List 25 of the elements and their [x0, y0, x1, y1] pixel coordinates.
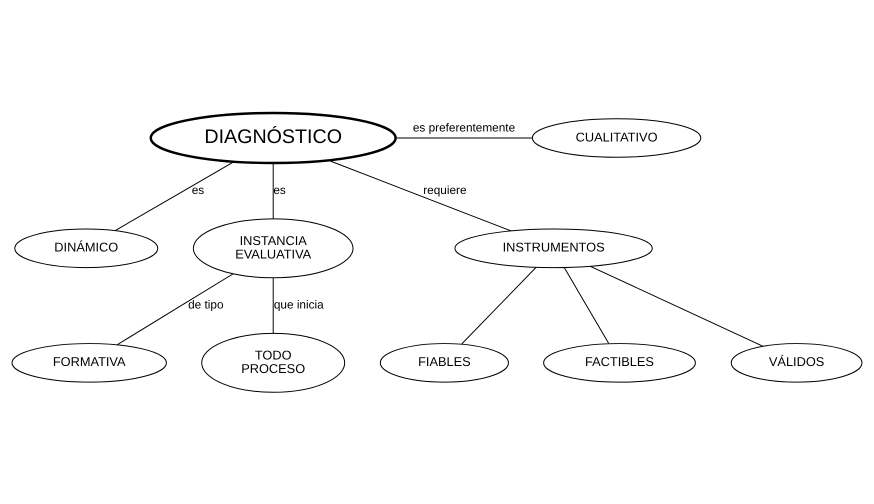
- edge-label: es preferentemente: [412, 120, 516, 134]
- edge-label: requiere: [423, 182, 467, 197]
- edge-label: de tipo: [188, 297, 224, 312]
- connector: [328, 159, 512, 231]
- node-ellipse: INSTRUMENTOS: [454, 228, 653, 268]
- node-ellipse: FIABLES: [380, 342, 509, 382]
- connector: [461, 266, 536, 344]
- connector: [590, 265, 763, 346]
- node-ellipse: TODO PROCESO: [201, 332, 346, 392]
- connector: [395, 137, 533, 138]
- connector: [116, 272, 234, 345]
- edge-label: es: [192, 182, 204, 197]
- connector: [272, 162, 274, 219]
- node-ellipse: DIAGNÓSTICO: [150, 111, 397, 164]
- node-ellipse: DINÁMICO: [14, 228, 158, 268]
- node-ellipse: FORMATIVA: [12, 342, 167, 382]
- connector: [564, 266, 610, 344]
- node-ellipse: FACTIBLES: [543, 342, 696, 382]
- edge-label: que inicia: [274, 297, 324, 312]
- edge-label: es: [273, 182, 286, 197]
- connector: [114, 160, 234, 230]
- node-ellipse: INSTANCIA EVALUATIVA: [192, 218, 354, 278]
- connector: [272, 276, 274, 334]
- node-ellipse: VÁLIDOS: [730, 342, 862, 382]
- node-ellipse: CUALITATIVO: [532, 118, 702, 158]
